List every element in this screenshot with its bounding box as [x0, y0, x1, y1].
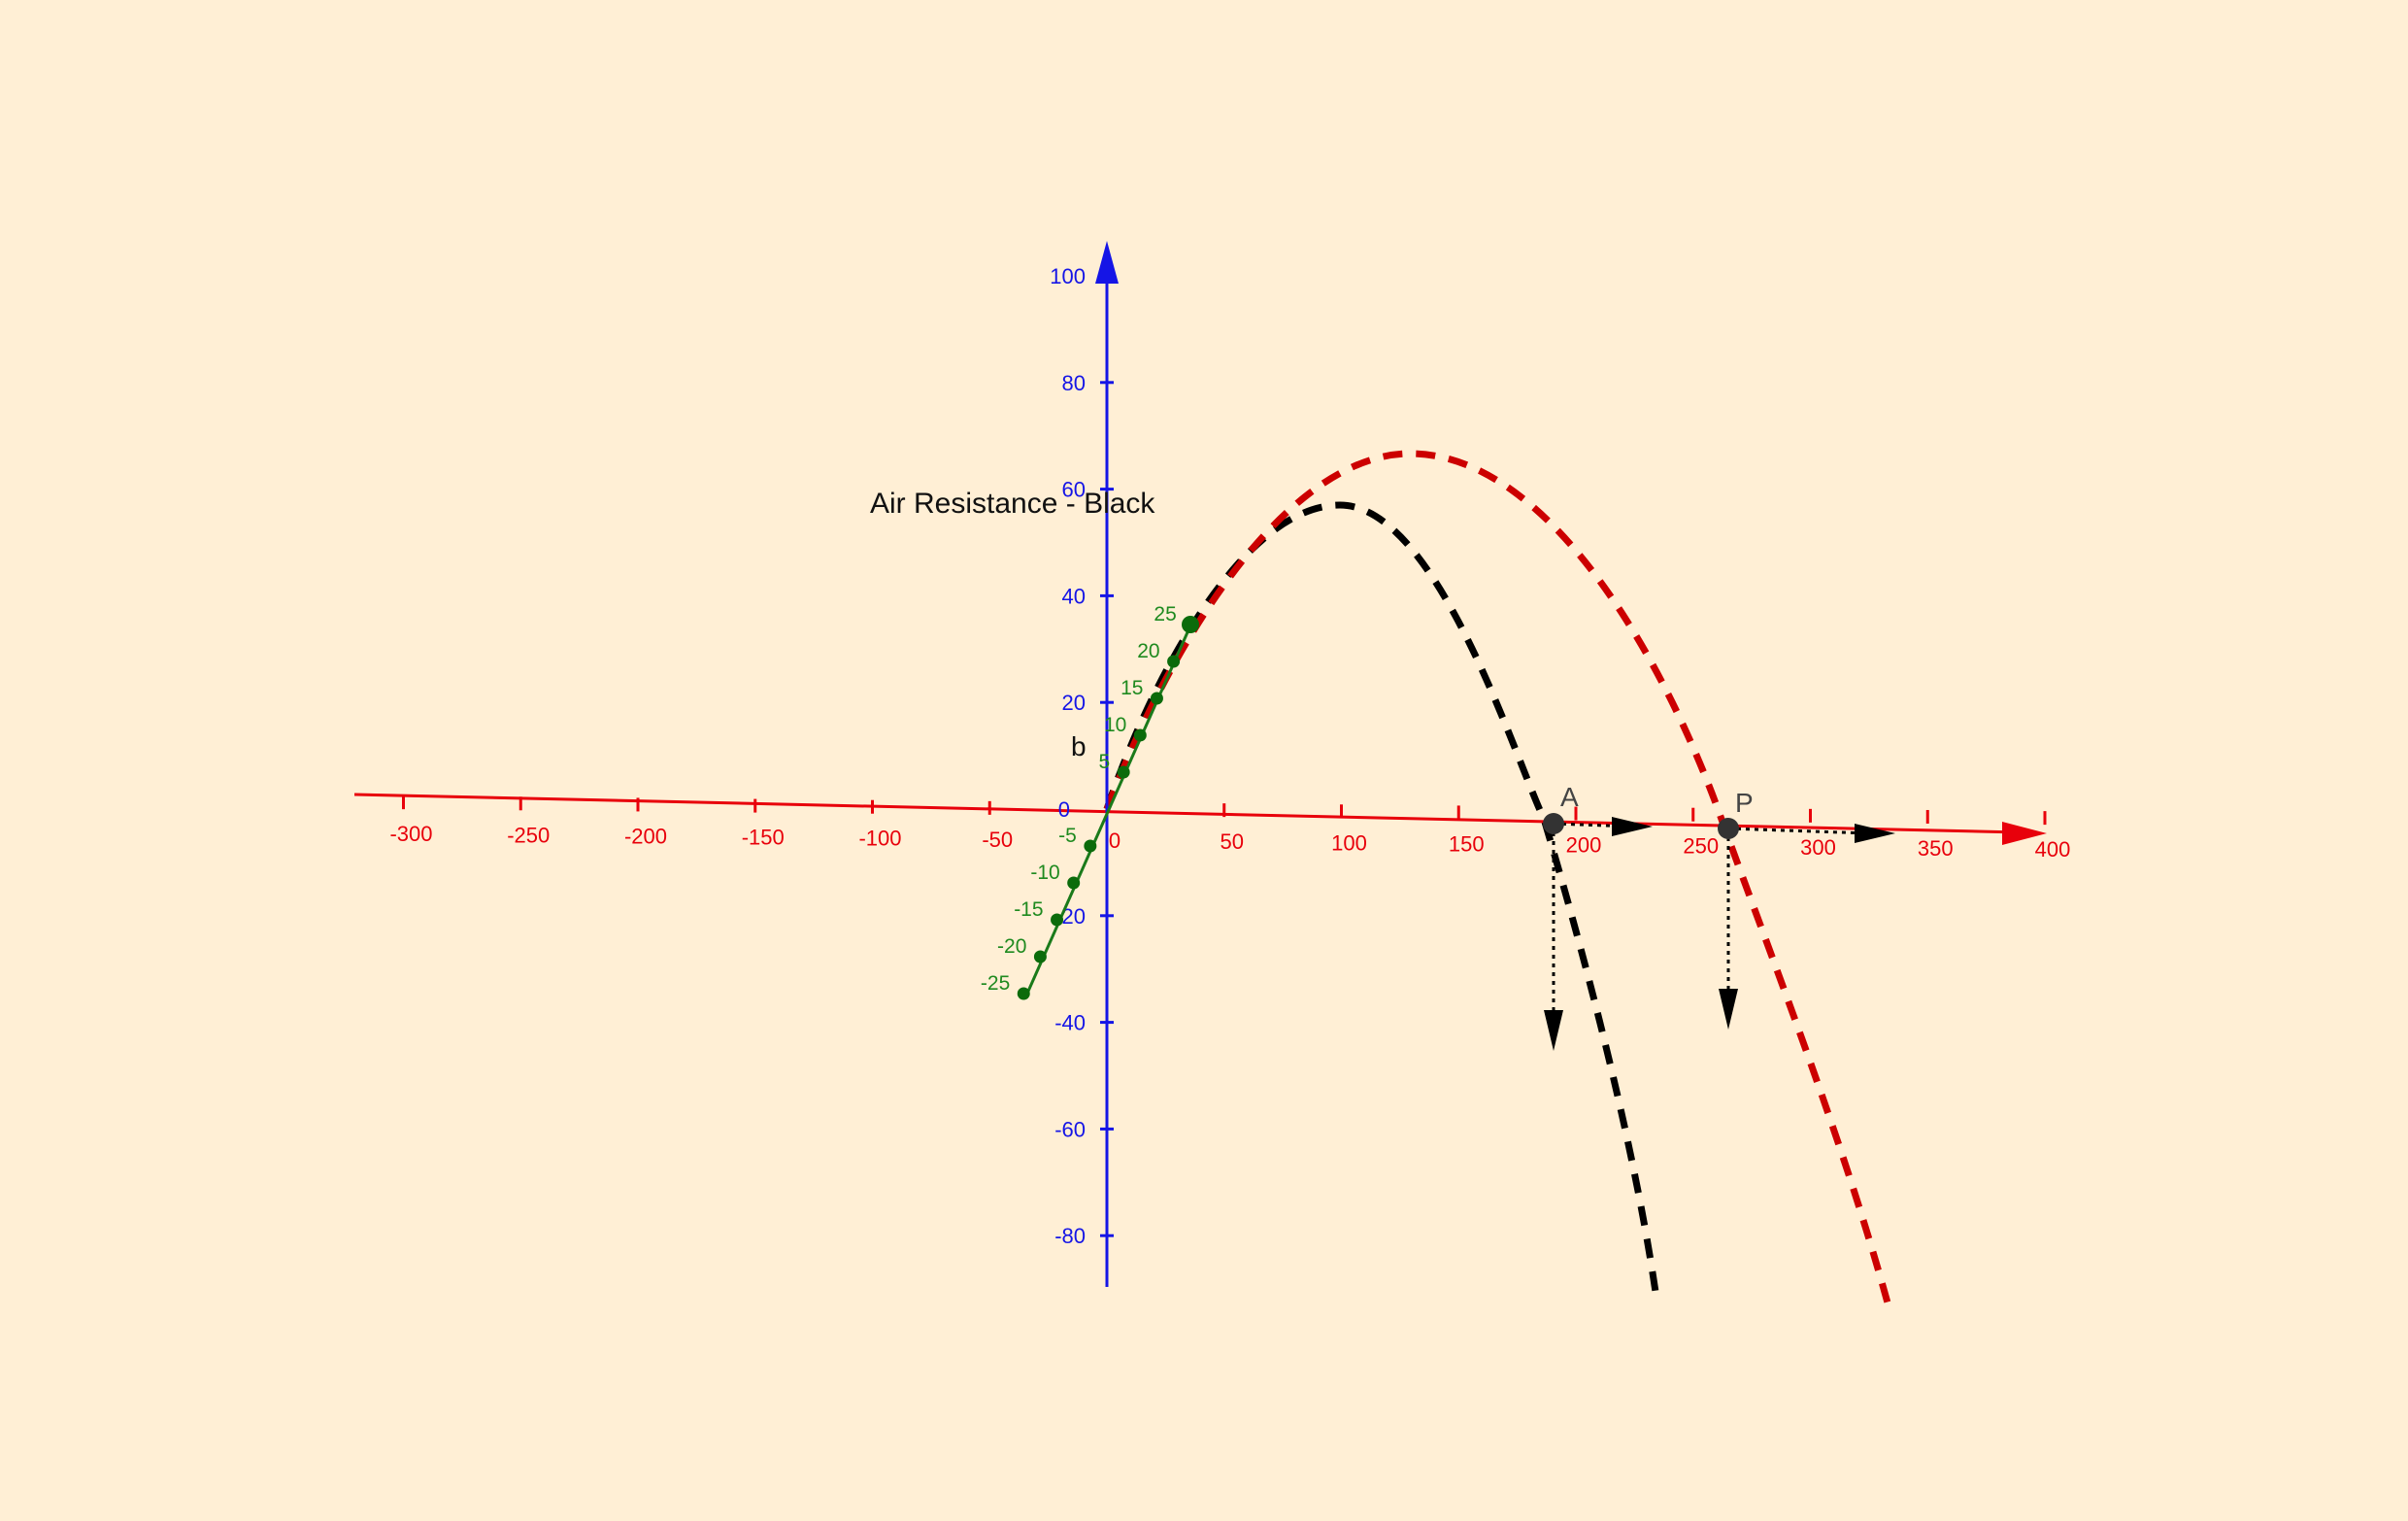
time-slider-point[interactable]: [1182, 616, 1199, 633]
time-axis: 25 20 15 10 5 -5 -10 -15 -20 -25 b: [981, 603, 1199, 1000]
x-axis-arrow-icon: [2002, 822, 2047, 845]
time-axis-tick: [1084, 839, 1097, 853]
time-axis-tick: [1017, 987, 1030, 1000]
x-axis-tick-label: 350: [1918, 836, 1954, 861]
vertical-vector-a-arrow-icon: [1544, 1010, 1563, 1051]
y-axis-tick-label: -60: [1054, 1117, 1086, 1141]
air-resistance-caption: Air Resistance - Black: [870, 488, 1155, 520]
y-axis-tick-label: 80: [1062, 371, 1086, 395]
point-p-label: P: [1735, 788, 1754, 818]
velocity-vectors-p: [1719, 824, 1895, 1030]
trajectory-no-air-resistance-curve: [1103, 450, 1892, 1307]
time-axis-tick-label: -5: [1058, 825, 1077, 847]
time-axis-tick-label: 5: [1098, 751, 1110, 773]
y-axis-tick-label: 60: [1062, 478, 1086, 502]
x-axis-tick-label: 100: [1331, 830, 1367, 855]
x-axis-tick-label: 0: [1109, 828, 1120, 853]
time-axis-tick: [1033, 950, 1047, 963]
point-a-label: A: [1560, 782, 1579, 812]
time-axis-tick: [1167, 655, 1181, 668]
x-axis-tick-label: 400: [2035, 837, 2071, 862]
y-axis-tick-label: 20: [1062, 691, 1086, 715]
time-axis-tick: [1150, 692, 1163, 705]
time-axis-tick-label: -25: [981, 972, 1010, 995]
x-axis-tick-label: -100: [858, 827, 901, 851]
time-axis-tick-label: 25: [1154, 603, 1176, 625]
time-axis-tick-label: -10: [1030, 862, 1059, 884]
x-axis-tick-label: 150: [1449, 831, 1485, 856]
time-axis-name: b: [1071, 731, 1087, 761]
y-axis-tick-label: -40: [1054, 1011, 1086, 1035]
time-axis-tick: [1067, 876, 1081, 890]
horizontal-vector-a-arrow-icon: [1612, 817, 1653, 836]
x-axis-tick-label: 200: [1566, 833, 1602, 858]
x-axis-tick-label: -300: [389, 822, 432, 846]
time-axis-tick: [1051, 913, 1064, 927]
time-axis-tick-label: -20: [997, 935, 1026, 958]
x-axis-tick-label: -250: [507, 823, 550, 847]
x-axis-tick-label: 250: [1683, 834, 1719, 859]
x-axis-tick-label: -150: [742, 826, 785, 850]
velocity-vectors-a: [1544, 817, 1653, 1051]
time-axis-tick: [1117, 765, 1130, 779]
y-axis-tick-label: 100: [1050, 264, 1086, 288]
trajectory-air-resistance-curve: [1103, 501, 1659, 1293]
horizontal-vector-p-arrow-icon: [1855, 824, 1895, 843]
time-axis-tick-label: -15: [1014, 898, 1043, 921]
x-axis-tick-label: 300: [1800, 835, 1836, 860]
point-a[interactable]: [1543, 813, 1564, 834]
y-axis-tick-label: 0: [1058, 797, 1070, 822]
time-axis-tick-label: 20: [1137, 640, 1159, 662]
time-axis-tick-label: 10: [1104, 714, 1126, 736]
y-axis-tick-label: -80: [1054, 1224, 1086, 1248]
x-axis-tick-label: -200: [624, 824, 667, 848]
vertical-vector-p-arrow-icon: [1719, 989, 1738, 1030]
x-axis-tick-label: 50: [1221, 829, 1244, 854]
y-axis-tick-label: 40: [1062, 584, 1086, 608]
x-axis-tick-label: -50: [982, 828, 1013, 852]
point-p[interactable]: [1718, 818, 1739, 839]
y-axis-arrow-icon: [1095, 241, 1119, 284]
time-axis-tick: [1133, 728, 1147, 742]
time-axis-tick-label: 15: [1120, 677, 1143, 699]
